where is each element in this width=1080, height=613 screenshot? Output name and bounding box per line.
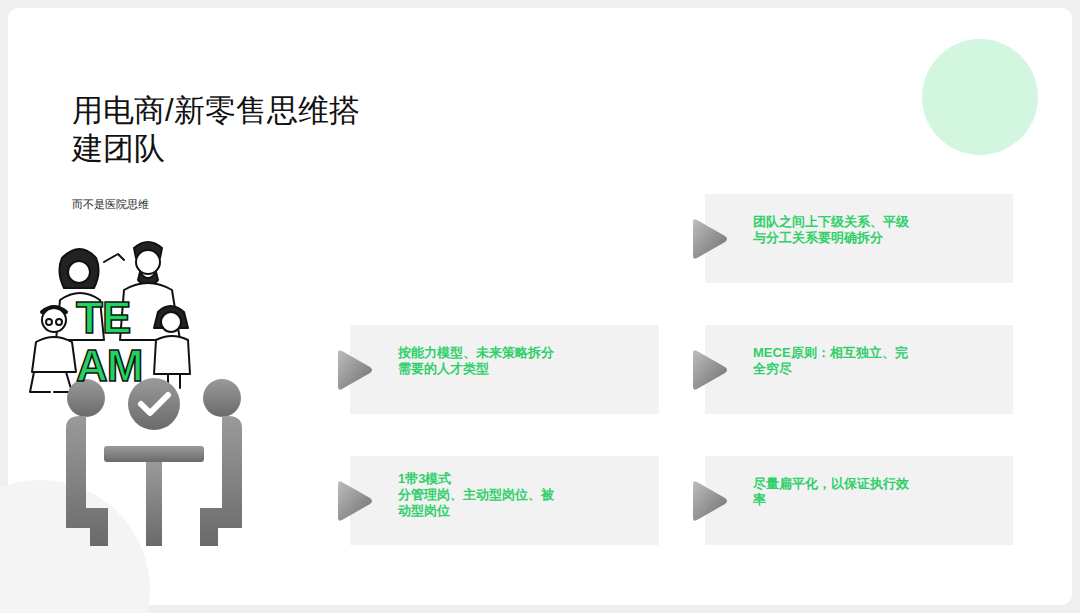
arrow-icon [334,480,374,522]
slide-card [8,8,1072,605]
arrow-icon [689,480,729,522]
arrow-icon [334,349,374,391]
subtitle: 而不是医院思维 [72,197,149,212]
box-text-group: 团队之间上下级关系、平级与分工关系要明确拆分 [753,214,919,246]
box-text: 1带3模式 [398,471,564,487]
box-text-group: 尽量扁平化，以保证执行效率 [753,476,919,508]
text-box: 团队之间上下级关系、平级与分工关系要明确拆分 [705,194,1013,283]
team-illustration [30,242,190,392]
text-box: 尽量扁平化，以保证执行效率 [705,456,1013,545]
box-text: 尽量扁平化，以保证执行效率 [753,476,919,508]
box-text: 按能力模型、未来策略拆分需要的人才类型 [398,345,564,377]
slide-title: 用电商/新零售思维搭建团队 [72,92,362,168]
meeting-icon [66,378,242,546]
box-text-group: MECE原则：相互独立、完全穷尽 [753,345,919,377]
green-circle [922,39,1038,155]
box-text: MECE原则：相互独立、完全穷尽 [753,345,919,377]
text-box: 按能力模型、未来策略拆分需要的人才类型 [350,325,659,414]
arrow-icon [689,349,729,391]
box-text-group: 按能力模型、未来策略拆分需要的人才类型 [398,345,564,377]
text-box: 1带3模式分管理岗、主动型岗位、被动型岗位 [350,456,659,545]
team-letters: TE [76,296,130,340]
team-letters: AM [76,344,142,388]
box-text-group: 1带3模式分管理岗、主动型岗位、被动型岗位 [398,471,564,519]
box-text: 分管理岗、主动型岗位、被动型岗位 [398,487,564,519]
box-text: 团队之间上下级关系、平级与分工关系要明确拆分 [753,214,919,246]
arrow-icon [689,218,729,260]
text-box: MECE原则：相互独立、完全穷尽 [705,325,1013,414]
